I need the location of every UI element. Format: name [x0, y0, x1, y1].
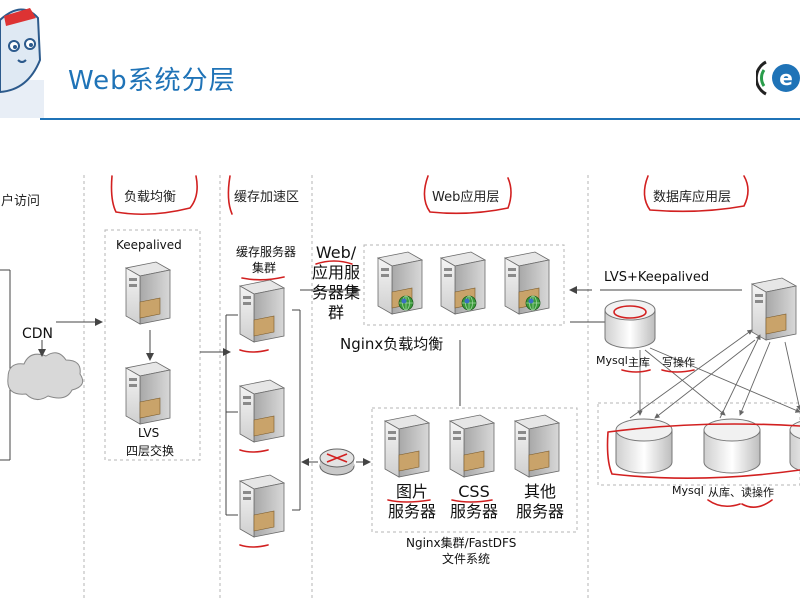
slide-title: Web系统分层: [68, 66, 236, 96]
router-icon: [319, 448, 355, 476]
database-icon: [604, 299, 656, 349]
css-server-label-1: CSS: [458, 482, 490, 501]
web-cluster-label-1: Web/: [315, 243, 357, 262]
lvs-sub-label: 四层交换: [126, 444, 175, 458]
nginx-lb-label: Nginx负载均衡: [340, 335, 444, 353]
master-lib-label: 主库: [628, 356, 650, 369]
web-cluster-label-3: 务器集: [312, 283, 361, 302]
col-user-access: 用户访问: [0, 194, 41, 209]
fs-label-1: Nginx集群/FastDFS: [406, 536, 517, 550]
col-db-app-layer: 数据库应用层: [653, 190, 732, 205]
mysql-slave-label: Mysql: [672, 484, 704, 497]
web-cluster-label-2: 应用服: [312, 263, 361, 282]
cdn-label: CDN: [22, 326, 54, 342]
lvs-keepalived-label: LVS+Keepalived: [604, 270, 710, 285]
col-load-balancing: 负载均衡: [124, 190, 177, 205]
mysql-master-label: Mysql: [596, 354, 628, 367]
mascot-icon: [0, 0, 44, 118]
slave-lib-label: 从库、读操作: [708, 486, 774, 499]
cache-cluster-label-2: 集群: [252, 261, 277, 275]
title-rule: [40, 118, 800, 120]
write-op-label: 写操作: [662, 356, 695, 369]
img-server-label-1: 图片: [395, 482, 428, 501]
fs-label-2: 文件系统: [442, 552, 491, 566]
logo-icon: e: [756, 56, 800, 100]
col-cache-zone: 缓存加速区: [234, 190, 300, 205]
css-server-label-2: 服务器: [449, 502, 498, 521]
web-cluster-label-4: 群: [327, 303, 344, 322]
cache-cluster-label-1: 缓存服务器: [236, 245, 297, 259]
svg-text:e: e: [779, 66, 793, 90]
lvs-label: LVS: [138, 426, 160, 440]
cloud-icon: [7, 352, 84, 400]
img-server-label-2: 服务器: [387, 502, 436, 521]
other-server-label-2: 服务器: [515, 502, 564, 521]
other-server-label-1: 其他: [523, 482, 556, 501]
col-web-app-layer: Web应用层: [432, 190, 500, 205]
keepalived-label: Keepalived: [116, 238, 182, 252]
